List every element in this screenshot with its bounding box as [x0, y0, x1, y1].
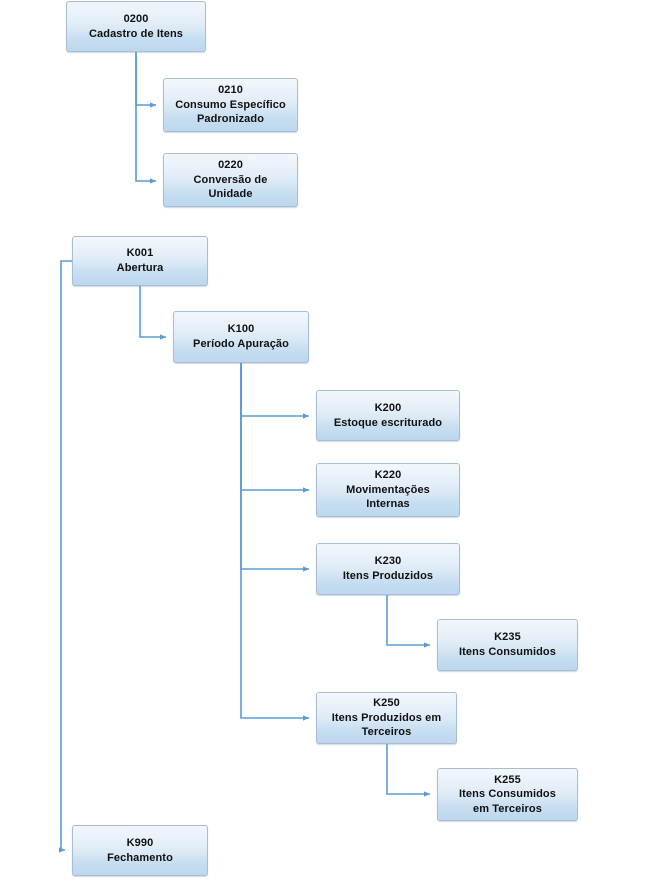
node-K990[interactable]: K990 Fechamento [72, 825, 208, 876]
node-K230[interactable]: K230 Itens Produzidos [316, 543, 460, 595]
edge-K100-to-K200 [240, 363, 310, 419]
edge-K100-to-K250 [240, 363, 310, 721]
node-K220-label: Movimentações Internas [346, 483, 430, 511]
node-K220-code: K220 [374, 469, 402, 482]
node-0220-label: Conversão de Unidade [193, 173, 268, 201]
node-K100-code: K100 [227, 323, 255, 336]
node-K001[interactable]: K001 Abertura [72, 236, 208, 286]
node-K235-label: Itens Consumidos [459, 646, 556, 658]
node-K100[interactable]: K100 Período Apuração [173, 311, 309, 363]
node-K230-code: K230 [374, 555, 402, 568]
node-K235[interactable]: K235 Itens Consumidos [437, 619, 578, 671]
node-K220[interactable]: K220 Movimentações Internas [316, 463, 460, 517]
node-0220[interactable]: 0220 Conversão de Unidade [163, 153, 298, 207]
edge-K100-to-K230 [240, 363, 310, 572]
node-K200[interactable]: K200 Estoque escriturado [316, 390, 460, 441]
node-K001-code: K001 [126, 247, 154, 260]
node-K255-label: Itens Consumidos em Terceiros [459, 788, 556, 815]
node-0210-label: Consumo Específico Padronizado [175, 98, 286, 126]
node-K230-label: Itens Produzidos [342, 570, 434, 582]
node-0220-code: 0220 [218, 159, 243, 172]
node-K255-code: K255 [494, 773, 521, 786]
node-K250-code: K250 [373, 697, 400, 710]
node-K255[interactable]: K255 Itens Consumidos em Terceiros [437, 768, 578, 821]
edge-K230-to-K235 [386, 595, 431, 648]
node-K200-code: K200 [374, 401, 402, 414]
node-K990-label: Fechamento [107, 851, 173, 864]
node-K200-label: Estoque escriturado [333, 416, 443, 429]
node-0210[interactable]: 0210 Consumo Específico Padronizado [163, 78, 298, 132]
edge-0200-to-0210 [135, 52, 157, 108]
edge-K100-to-K220 [240, 363, 310, 493]
node-0200-code: 0200 [123, 12, 149, 25]
edge-K250-to-K255 [386, 744, 431, 797]
node-K001-label: Abertura [116, 262, 164, 274]
node-K100-label: Período Apuração [193, 338, 289, 350]
node-K235-code: K235 [494, 631, 521, 644]
node-0210-code: 0210 [218, 84, 243, 97]
node-0200[interactable]: 0200 Cadastro de Itens [66, 1, 206, 52]
node-0200-label: Cadastro de Itens [88, 27, 183, 40]
node-K990-code: K990 [126, 836, 154, 849]
node-K250[interactable]: K250 Itens Produzidos em Terceiros [316, 692, 457, 744]
node-K250-label: Itens Produzidos em Terceiros [331, 711, 442, 739]
edge-K001-to-K990 [58, 260, 72, 853]
edge-0200-to-0220 [135, 52, 157, 184]
edge-K001-to-K100 [139, 286, 167, 340]
